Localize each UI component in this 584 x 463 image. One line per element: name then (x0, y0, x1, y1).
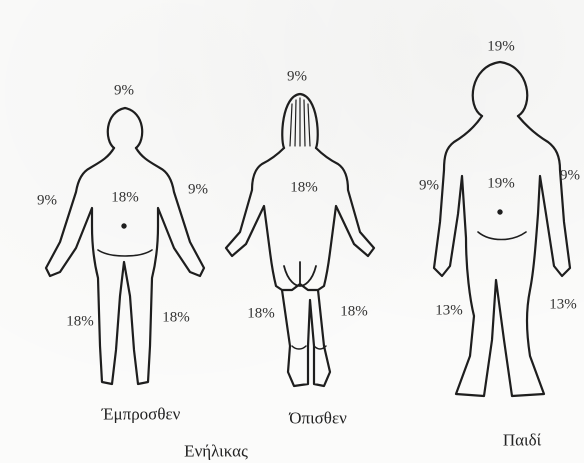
child-right-leg-percent: 13% (549, 298, 577, 313)
child-head-outline (473, 62, 527, 116)
front-adult-figure (46, 108, 204, 384)
back-hair-strokes (290, 98, 310, 146)
child-left-arm-percent: 9% (419, 179, 439, 194)
front-body-outline (46, 148, 204, 384)
back-caption: Όπισθεν (289, 410, 347, 427)
child-left-leg-percent: 13% (435, 304, 463, 319)
back-adult-figure (226, 94, 374, 386)
back-head-percent: 9% (287, 70, 307, 85)
child-head-percent: 19% (487, 40, 515, 55)
child-trunk-percent: 19% (487, 177, 515, 192)
back-right-leg-percent: 18% (340, 305, 368, 320)
child-navel-mark (498, 210, 501, 213)
front-caption: Έμπροσθεν (102, 406, 181, 423)
child-caption: Παιδί (503, 432, 541, 449)
back-buttocks-line (284, 262, 316, 286)
front-head-percent: 9% (114, 84, 134, 99)
front-head-outline (108, 108, 142, 148)
child-body-outline (434, 116, 570, 396)
front-trunk-percent: 18% (111, 191, 139, 206)
front-left-arm-percent: 9% (37, 194, 57, 209)
front-right-arm-percent: 9% (188, 183, 208, 198)
front-navel-mark (122, 224, 125, 227)
back-legs-outline (282, 290, 330, 386)
adult-group-caption: Ενήλικας (184, 443, 248, 460)
child-figure (434, 62, 570, 396)
child-right-arm-percent: 9% (560, 169, 580, 184)
back-left-leg-percent: 18% (247, 307, 275, 322)
child-belly-mark (478, 232, 526, 240)
front-left-leg-percent: 18% (66, 315, 94, 330)
front-belly-mark (98, 250, 152, 256)
front-right-leg-percent: 18% (162, 311, 190, 326)
back-trunk-percent: 18% (290, 181, 318, 196)
